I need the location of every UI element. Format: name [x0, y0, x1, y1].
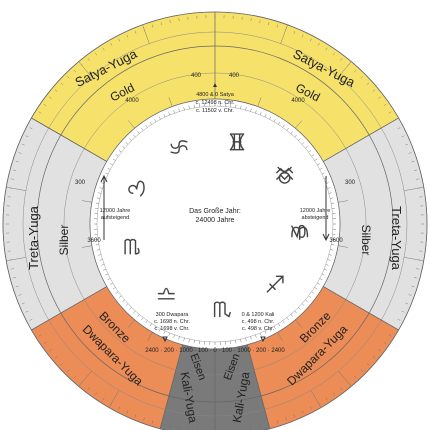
- yuga-sectors: [2, 11, 428, 430]
- scale-number: 400: [229, 73, 240, 79]
- br-note-line2: c. 498 n. Chr.: [242, 319, 275, 325]
- cancer-icon: [170, 140, 188, 154]
- capricorn-icon: [291, 224, 306, 239]
- ascending-arrow-icon: [100, 174, 108, 240]
- scale-number: 300: [75, 180, 86, 186]
- sagittarius-icon: [266, 275, 284, 293]
- taurus-icon: [277, 166, 292, 184]
- scale-number: 300: [345, 180, 356, 186]
- scale-number: 4000: [125, 98, 139, 104]
- br-note-line1: 0 & 1200 Kali: [242, 312, 275, 318]
- pisces-icon: [229, 133, 245, 151]
- metal-label-silber-right: Silber: [359, 225, 373, 256]
- left-note-line1: 12000 Jahre: [100, 208, 131, 214]
- scale-number: 3600: [87, 238, 101, 244]
- scale-number: 3600: [329, 238, 343, 244]
- metal-label-silber-left: Silber: [57, 225, 71, 256]
- left-note-line2: aufsteigend: [101, 215, 129, 221]
- top-note-line3: c. 11502 v. Chr.: [196, 108, 234, 114]
- yuga-label-treta-right: Treta-Yuga: [389, 206, 404, 271]
- br-note-line3: c. 498 v. Chr.: [242, 326, 274, 332]
- yuga-label-treta-left: Treta-Yuga: [26, 205, 41, 270]
- bl-note-line3: c. 1698 v. Chr.: [154, 326, 190, 332]
- diagram-title: Das Große Jahr:: [189, 208, 241, 215]
- descending-arrow-icon: [322, 176, 330, 242]
- scale-number: 4000: [291, 98, 305, 104]
- right-note-line1: 12000 Jahre: [300, 208, 331, 214]
- top-pointer-icon: [213, 83, 217, 87]
- diagram-subtitle: 24000 Jahre: [196, 217, 235, 224]
- bl-note-line1: 300 Dwapara: [156, 312, 190, 318]
- gemini-icon: [229, 133, 245, 151]
- bottom-pointer-icons: [162, 336, 266, 343]
- scorpio-icon: [213, 301, 231, 318]
- libra-icon: [157, 287, 175, 300]
- aquarius-icon: [276, 167, 294, 181]
- leo-icon: [128, 180, 145, 197]
- zodiac-ring: [124, 133, 309, 318]
- bl-note-line2: c. 1698 n. Chr.: [154, 319, 190, 325]
- scale-number: 400: [191, 73, 202, 79]
- scale-sequence: 2400 · 200 · 1000 · 100 · 0 · 100 · 1000…: [145, 348, 285, 354]
- top-note-line2: c. 12498 n. Chr.: [196, 100, 235, 106]
- ring-dividers: [6, 12, 424, 430]
- virgo-icon: [124, 238, 140, 255]
- right-note-line2: absteigend: [302, 215, 329, 221]
- top-note-line1: 4800 & 0 Satya: [196, 92, 235, 98]
